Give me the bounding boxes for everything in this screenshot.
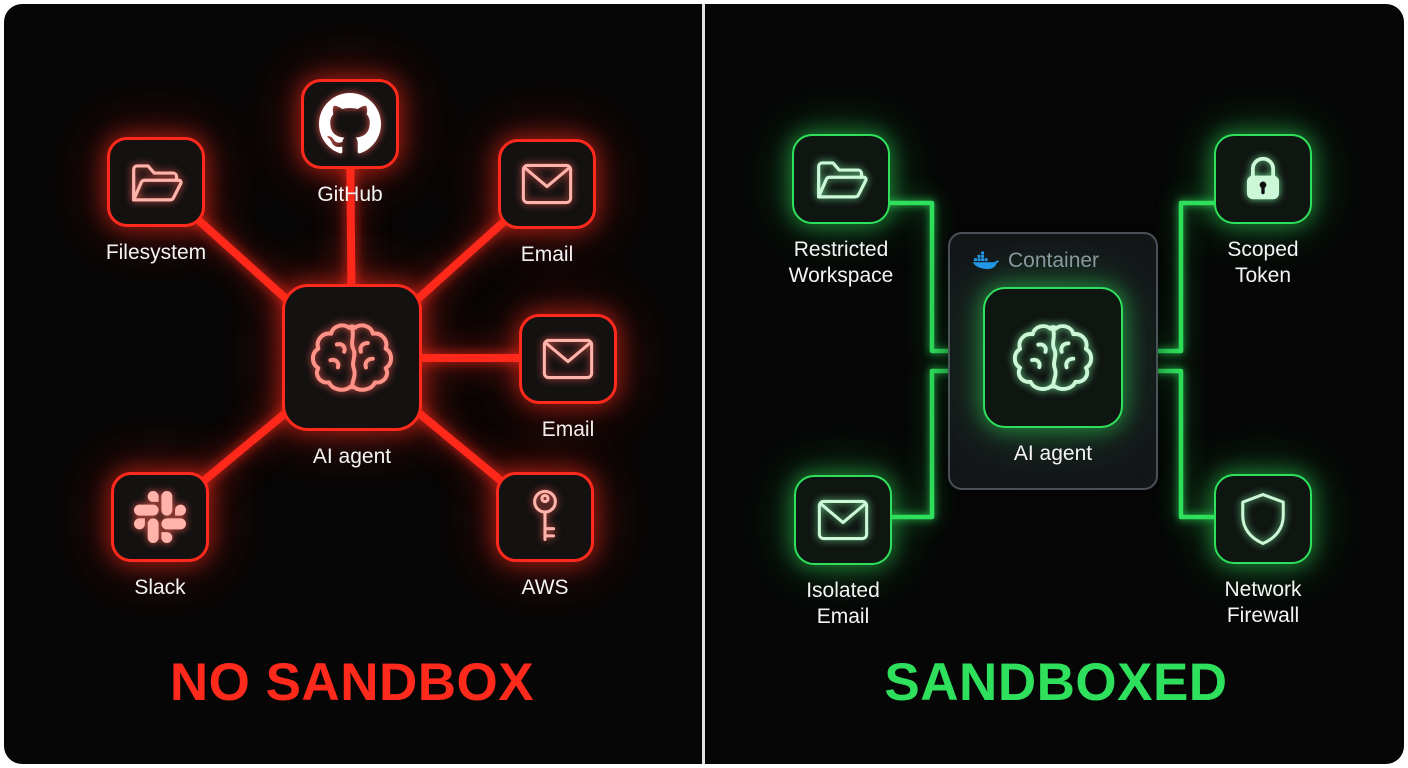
ai-agent-box	[282, 284, 422, 431]
container-box: Container AI agent	[948, 232, 1158, 490]
envelope-icon	[542, 338, 594, 380]
scoped-token-label: Scoped Token	[1227, 238, 1299, 288]
no-sandbox-title: NO SANDBOX	[169, 653, 535, 712]
aws-box	[496, 472, 594, 562]
aws-label: AWS	[521, 576, 569, 599]
key-icon	[533, 489, 557, 542]
restricted-workspace-box	[792, 134, 890, 224]
ai-agent-label: AI agent	[312, 445, 392, 468]
email-top-label: Email	[520, 243, 574, 266]
github-box	[301, 79, 399, 169]
node-email-top: Email	[467, 139, 627, 268]
github-label: GitHub	[317, 183, 383, 206]
email-right-label: Email	[541, 418, 595, 441]
node-email-right: Email	[488, 314, 648, 443]
diagram-canvas: Filesystem GitHub Email	[4, 4, 1404, 764]
network-firewall-box	[1214, 474, 1312, 564]
slack-box	[111, 472, 209, 562]
filesystem-label: Filesystem	[105, 241, 207, 264]
folder-icon	[817, 161, 868, 199]
filesystem-box	[107, 137, 205, 227]
node-slack: Slack	[80, 472, 240, 601]
restricted-workspace-label: Restricted Workspace	[788, 238, 894, 288]
email-right-box	[519, 314, 617, 404]
slack-icon	[134, 491, 186, 543]
ai-agent-sandboxed-label: AI agent	[1013, 442, 1093, 465]
node-ai-agent: AI agent	[272, 284, 432, 470]
container-label: Container	[1008, 249, 1100, 272]
isolated-email-box	[794, 475, 892, 565]
node-restricted-workspace: Restricted Workspace	[756, 134, 926, 290]
isolated-email-label: Isolated Email	[806, 579, 880, 629]
email-top-box	[498, 139, 596, 229]
network-firewall-label: Network Firewall	[1224, 578, 1302, 628]
node-network-firewall: Network Firewall	[1178, 474, 1348, 630]
node-github: GitHub	[270, 79, 430, 208]
envelope-icon	[521, 163, 573, 205]
scoped-token-box	[1214, 134, 1312, 224]
docker-icon	[972, 251, 999, 270]
ai-agent-sandboxed-box	[983, 287, 1123, 428]
shield-icon	[1241, 493, 1285, 545]
envelope-icon	[817, 499, 869, 541]
node-ai-agent-sandboxed: AI agent	[983, 287, 1123, 467]
slack-label: Slack	[134, 576, 186, 599]
container-header: Container	[950, 234, 1156, 273]
brain-icon	[310, 322, 394, 392]
lock-icon	[1246, 156, 1280, 200]
node-scoped-token: Scoped Token	[1178, 134, 1348, 290]
node-isolated-email: Isolated Email	[758, 475, 928, 631]
node-aws: AWS	[465, 472, 625, 601]
node-filesystem: Filesystem	[76, 137, 236, 266]
folder-icon	[132, 164, 183, 202]
sandboxed-title: SANDBOXED	[884, 653, 1228, 712]
diagram-stage: Filesystem GitHub Email	[4, 4, 1404, 764]
panel-divider	[702, 4, 705, 764]
github-icon	[319, 93, 381, 154]
brain-icon	[1012, 323, 1094, 391]
